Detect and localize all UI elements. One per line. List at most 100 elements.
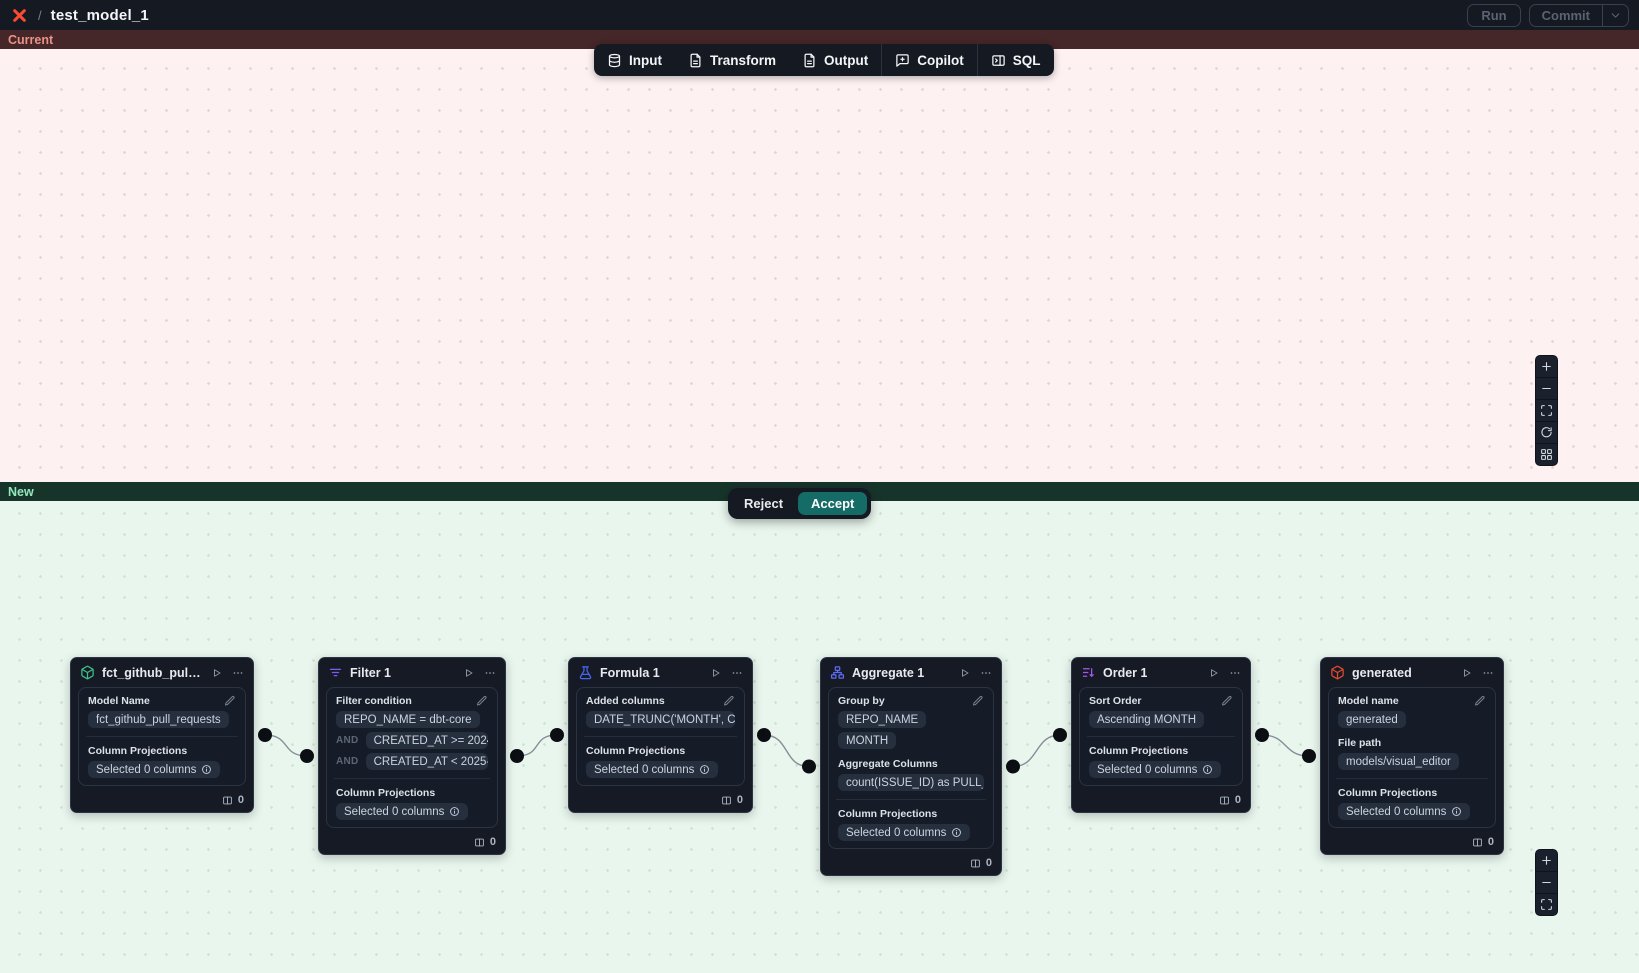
condition-operator: AND: [336, 735, 359, 746]
run-node-icon[interactable]: [959, 667, 971, 679]
value-pill[interactable]: Selected 0 columns: [1089, 761, 1222, 778]
edit-icon[interactable]: [224, 695, 236, 707]
toolbar-item-sql[interactable]: SQL: [978, 44, 1054, 76]
target-handle[interactable]: [1302, 749, 1316, 763]
node-menu-icon[interactable]: [232, 667, 244, 679]
node-menu-icon[interactable]: [731, 667, 743, 679]
run-node-icon[interactable]: [463, 667, 475, 679]
toolbar-item-transform[interactable]: Transform: [675, 44, 789, 76]
value-pill[interactable]: CREATED_AT < 2025-03-01: [365, 753, 488, 770]
toolbar-item-output[interactable]: Output: [789, 44, 881, 76]
node-title: Aggregate 1: [852, 665, 925, 680]
columns-icon: [970, 858, 981, 869]
node-menu-icon[interactable]: [1229, 667, 1241, 679]
field-divider: [1087, 736, 1235, 737]
node-menu-icon[interactable]: [980, 667, 992, 679]
target-handle[interactable]: [1053, 728, 1067, 742]
node-header: Aggregate 1: [821, 658, 1001, 685]
value-pill[interactable]: Selected 0 columns: [838, 824, 971, 841]
run-node-icon[interactable]: [710, 667, 722, 679]
value-pill[interactable]: models/visual_editor: [1338, 753, 1459, 770]
value-pill[interactable]: Selected 0 columns: [1338, 803, 1471, 820]
node-title: fct_github_pull_requests: [102, 665, 204, 680]
run-node-icon[interactable]: [1208, 667, 1220, 679]
copilot-icon: [895, 53, 910, 68]
value-pill[interactable]: count(ISSUE_ID) as PULL_REQUEST_…: [838, 774, 984, 791]
value-pill[interactable]: Selected 0 columns: [88, 761, 221, 778]
field-label: Column Projections: [336, 787, 436, 799]
field-label: Column Projections: [1089, 745, 1189, 757]
source-handle[interactable]: [1006, 759, 1020, 774]
value-pill[interactable]: REPO_NAME = dbt-core: [336, 711, 480, 728]
edit-icon[interactable]: [476, 695, 488, 707]
current-canvas[interactable]: [0, 49, 1639, 482]
edit-icon[interactable]: [1221, 695, 1233, 707]
minus-icon: [1540, 876, 1553, 889]
fit-view-button[interactable]: [1536, 894, 1557, 915]
value-pill[interactable]: generated: [1338, 711, 1406, 728]
database-icon: [607, 53, 622, 68]
commit-dropdown-button[interactable]: [1602, 4, 1628, 26]
zoom-out-button[interactable]: [1536, 872, 1557, 893]
zoom-in-button[interactable]: [1536, 850, 1557, 871]
minus-icon: [1540, 382, 1553, 395]
edit-icon[interactable]: [1474, 695, 1486, 707]
run-node-icon[interactable]: [1461, 667, 1473, 679]
value-pill[interactable]: fct_github_pull_requests: [88, 711, 229, 728]
value-pill[interactable]: Ascending MONTH: [1089, 711, 1205, 728]
target-handle[interactable]: [300, 749, 314, 763]
source-handle[interactable]: [510, 749, 524, 763]
target-handle[interactable]: [802, 759, 816, 774]
condition-operator: AND: [336, 756, 359, 767]
value-pill[interactable]: CREATED_AT >= 2024-12-01: [365, 732, 488, 749]
commit-split-button: Commit: [1528, 3, 1629, 27]
source-handle[interactable]: [258, 728, 272, 742]
field-label: Aggregate Columns: [838, 758, 938, 770]
new-canvas[interactable]: fct_github_pull_requestsModel Namefct_gi…: [0, 501, 1639, 973]
node-footer: 0: [319, 833, 505, 854]
node-menu-icon[interactable]: [1482, 667, 1494, 679]
target-handle[interactable]: [550, 728, 564, 742]
run-button[interactable]: Run: [1467, 3, 1521, 27]
plus-icon: [1540, 360, 1553, 373]
fit-view-button[interactable]: [1536, 400, 1557, 421]
run-node-icon[interactable]: [211, 667, 223, 679]
data-grid-button[interactable]: [1536, 444, 1557, 465]
zoom-out-button[interactable]: [1536, 378, 1557, 399]
toolbar-item-copilot[interactable]: Copilot: [882, 44, 977, 76]
value-pill[interactable]: REPO_NAME: [838, 711, 927, 728]
node-header: Filter 1: [319, 658, 505, 685]
node-fct_github_pull_requests[interactable]: fct_github_pull_requestsModel Namefct_gi…: [70, 657, 254, 813]
refresh-button[interactable]: [1536, 422, 1557, 443]
info-icon: [951, 827, 962, 838]
source-handle[interactable]: [757, 728, 771, 742]
refresh-icon: [1540, 426, 1553, 439]
value-pill[interactable]: DATE_TRUNC('MONTH', CREATED_AT…: [586, 711, 735, 728]
source-handle[interactable]: [1255, 728, 1269, 742]
value-pill[interactable]: MONTH: [838, 732, 897, 749]
commit-button[interactable]: Commit: [1541, 7, 1590, 23]
value-pill[interactable]: Selected 0 columns: [336, 803, 469, 820]
reject-button[interactable]: Reject: [732, 492, 795, 515]
edit-icon[interactable]: [972, 695, 984, 707]
edit-icon[interactable]: [723, 695, 735, 707]
node-title: Order 1: [1103, 665, 1148, 680]
node-menu-icon[interactable]: [484, 667, 496, 679]
dbt-logo-icon[interactable]: [10, 6, 29, 25]
fit-view-icon: [1540, 898, 1553, 911]
field-divider: [334, 778, 490, 779]
accept-button[interactable]: Accept: [798, 492, 868, 515]
value-pill[interactable]: Selected 0 columns: [586, 761, 719, 778]
zoom-in-button[interactable]: [1536, 356, 1557, 377]
toolbar-item-input[interactable]: Input: [594, 44, 675, 76]
node-footer: 0: [1321, 833, 1503, 854]
